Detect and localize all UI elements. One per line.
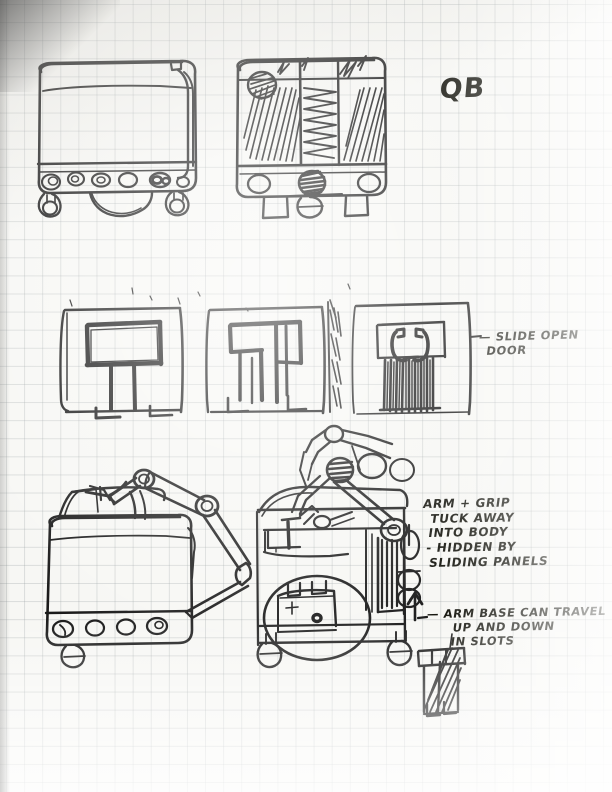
- graph-paper-grid: [0, 0, 612, 792]
- sketch-page: QB — SLIDE OPEN DOOR ARM + GRIP TUCK AWA…: [0, 0, 612, 792]
